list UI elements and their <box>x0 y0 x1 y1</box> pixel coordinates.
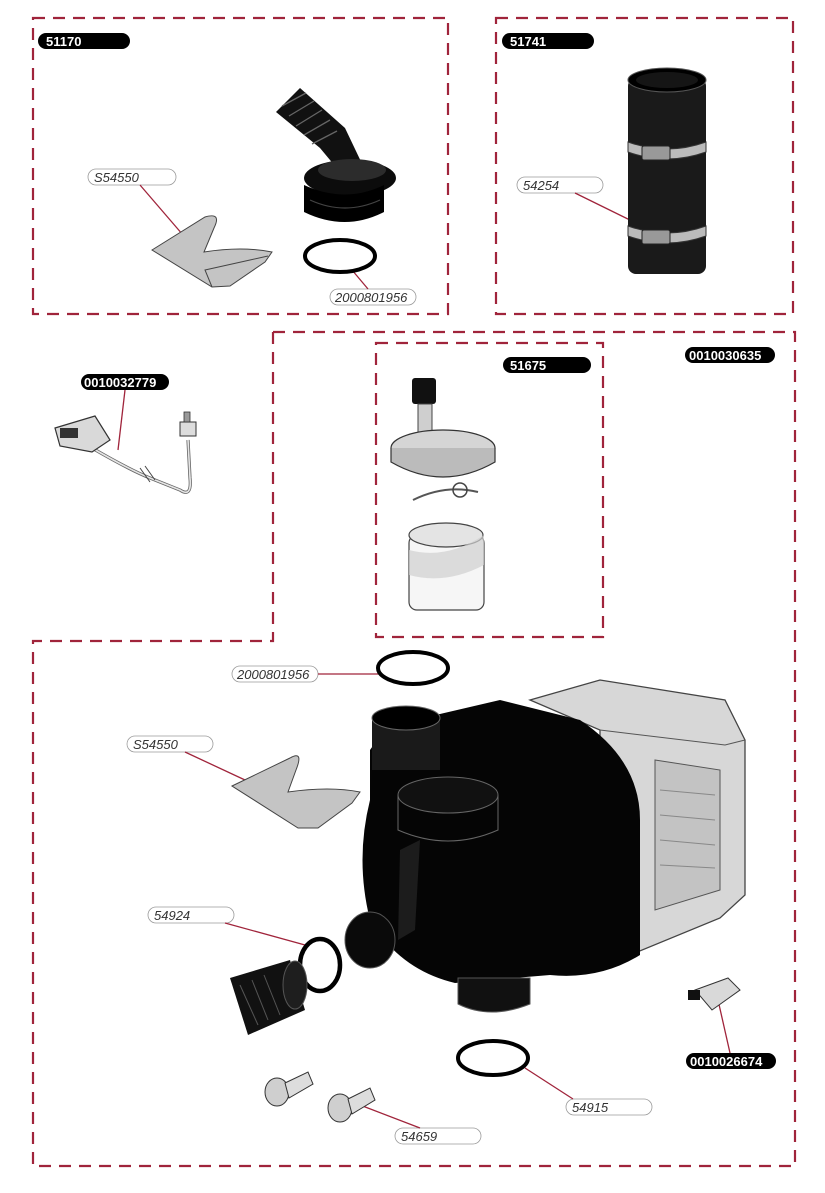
kit-box-0010030635 <box>31 330 797 1168</box>
part-label-oring-bottom: 54915 <box>565 1098 653 1116</box>
svg-text:2000801956: 2000801956 <box>236 667 310 682</box>
svg-text:54915: 54915 <box>572 1100 609 1115</box>
svg-text:51675: 51675 <box>510 358 546 373</box>
leader-seal-small <box>224 922 306 946</box>
kit-label-0010032779: 0010032779 <box>81 374 169 390</box>
kit-box-51170 <box>31 16 450 316</box>
part-label-clip-top: S54550 <box>87 168 177 186</box>
leader-clip-top <box>139 184 184 236</box>
svg-text:54659: 54659 <box>401 1129 437 1144</box>
svg-text:0010026674: 0010026674 <box>690 1054 763 1069</box>
part-label-hose: 54254 <box>516 176 604 194</box>
svg-text:S54550: S54550 <box>94 170 140 185</box>
kit-box-51741 <box>494 16 795 316</box>
part-label-oring-main: 2000801956 <box>231 665 319 683</box>
clip-main-icon <box>230 755 361 829</box>
kit-label-0010026674: 0010026674 <box>686 1053 776 1069</box>
kit-label-51675: 51675 <box>503 357 591 373</box>
kit-label-51741: 51741 <box>502 33 594 49</box>
kit-label-0010030635: 0010030635 <box>685 347 775 363</box>
svg-text:51741: 51741 <box>510 34 546 49</box>
plug-icon <box>688 977 741 1011</box>
air-vent-valve-icon <box>390 378 496 611</box>
leader-oring-top <box>351 269 369 290</box>
part-label-screw: 54659 <box>394 1127 482 1145</box>
svg-text:2000801956: 2000801956 <box>334 290 408 305</box>
svg-text:S54550: S54550 <box>133 737 179 752</box>
leader-clip-main <box>184 751 246 781</box>
part-label-clip-main: S54550 <box>126 735 214 753</box>
svg-text:54924: 54924 <box>154 908 190 923</box>
kit-label-51170: 51170 <box>38 33 130 49</box>
svg-text:51170: 51170 <box>46 34 81 49</box>
leader-0010032779 <box>117 389 126 451</box>
leader-oring-bottom <box>524 1067 574 1100</box>
leader-0010026674 <box>717 999 731 1054</box>
o-ring-icon <box>303 238 377 274</box>
hose-with-clamps-icon <box>627 67 707 274</box>
clip-icon <box>151 215 273 288</box>
screw-icon <box>264 1071 376 1123</box>
part-label-seal-small: 54924 <box>147 906 235 924</box>
o-ring-bottom-icon <box>456 1039 530 1077</box>
o-ring-main-icon <box>376 650 450 686</box>
svg-text:0010032779: 0010032779 <box>84 375 156 390</box>
svg-text:54254: 54254 <box>523 178 559 193</box>
leader-screw <box>359 1104 421 1129</box>
svg-text:0010030635: 0010030635 <box>689 348 761 363</box>
cable-connector-icon <box>54 411 197 494</box>
hose-adapter-icon <box>276 88 396 222</box>
connector-nut-icon <box>230 960 308 1035</box>
part-label-oring-top: 2000801956 <box>329 288 417 306</box>
pump-body-icon <box>344 700 640 1013</box>
